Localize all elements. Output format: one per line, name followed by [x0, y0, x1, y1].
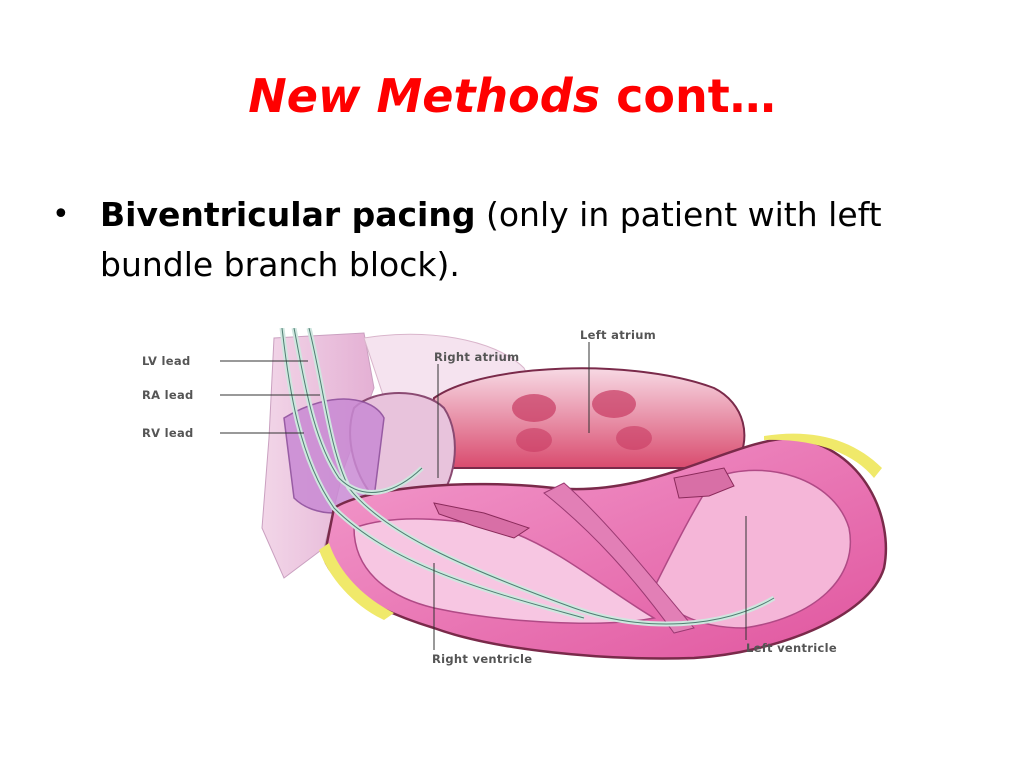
pulmonary-vein-opening: [592, 390, 636, 418]
bullet-text: Biventricular pacing (only in patient wi…: [100, 190, 940, 290]
label-lv-lead: LV lead: [142, 354, 190, 368]
lv-lead-wire-outline: [308, 328, 775, 625]
fat-layer-left: [764, 433, 882, 478]
pulmonary-vein-opening: [616, 426, 652, 450]
title-rest: cont…: [600, 69, 776, 123]
fat-layer-right: [319, 543, 394, 620]
left-ventricle-cavity: [653, 469, 852, 629]
ra-lead-wire-outline: [293, 328, 423, 493]
heart-illustration: LV lead RA lead RV lead Right atrium Lef…: [142, 328, 888, 666]
label-rv-lead: RV lead: [142, 426, 194, 440]
left-atrium-chamber: [431, 367, 746, 469]
label-ra-lead: RA lead: [142, 388, 194, 402]
slide-title: New Methods cont…: [0, 64, 1024, 128]
bullet-dot: •: [52, 197, 70, 232]
bullet-bold-text: Biventricular pacing: [100, 195, 476, 234]
label-right-atrium: Right atrium: [434, 350, 519, 364]
ventricular-septum: [543, 482, 695, 634]
label-right-ventricle: Right ventricle: [432, 652, 532, 666]
rv-lead-wire-outline: [281, 328, 585, 619]
label-left-atrium: Left atrium: [580, 328, 656, 342]
title-italic: New Methods: [248, 69, 601, 123]
pulmonary-vein-opening: [516, 428, 552, 452]
label-left-ventricle: Left ventricle: [746, 641, 837, 655]
mitral-valve: [673, 467, 735, 499]
heart-diagram: LV lead RA lead RV lead Right atrium Lef…: [134, 328, 890, 668]
bullet-rest-text: (only in patient with left bundle branch…: [100, 195, 882, 284]
pulmonary-vein-opening: [512, 394, 556, 422]
tricuspid-valve: [433, 502, 531, 539]
